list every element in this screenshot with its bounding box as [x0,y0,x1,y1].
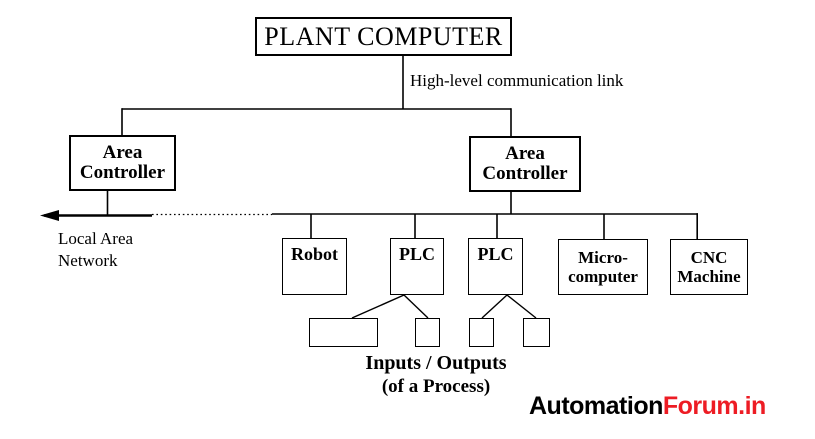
node-microcomputer-line2: computer [568,267,638,286]
node-plant-computer-label: PLANT COMPUTER [264,21,503,51]
lan-label-line1: Local Area [58,229,134,248]
node-plc-left-label: PLC [399,244,435,264]
io-box-3 [469,318,494,347]
node-plc-right-label: PLC [477,244,514,264]
io-box-4 [523,318,550,347]
edge-plc-left-io-2 [403,294,429,319]
node-plc-right: PLC [468,238,523,295]
node-plant-computer: PLANT COMPUTER [255,17,512,56]
high-level-link-label: High-level communication link [410,71,624,90]
node-area-controller-right-line1: Area [505,143,545,164]
io-caption: Inputs / Outputs (of a Process) [330,351,542,399]
node-microcomputer: Micro- computer [558,239,648,295]
io-box-2 [415,318,440,347]
node-robot-label: Robot [290,244,338,264]
node-area-controller-left: Area Controller [69,135,176,191]
edge-plc-right-io-1 [481,294,508,319]
node-microcomputer-line1: Micro- [578,248,628,267]
io-caption-line1: Inputs / Outputs [365,352,507,374]
lan-arrowhead [40,210,59,221]
io-caption-line2: (of a Process) [381,376,491,397]
edge-plc-left-io-1 [351,294,405,319]
node-cnc-machine-line1: CNC [690,248,728,267]
node-area-controller-right-line2: Controller [482,163,568,184]
node-cnc-machine-line2: Machine [677,267,741,286]
node-area-controller-left-line2: Controller [79,162,166,183]
watermark-automationforum: AutomationForum.in [529,392,766,421]
node-cnc-machine: CNC Machine [670,239,748,295]
lan-label-line2: Network [58,251,118,270]
node-robot: Robot [282,238,347,295]
node-plc-left: PLC [390,238,444,295]
watermark-suffix: Forum.in [662,392,766,420]
node-area-controller-right: Area Controller [469,136,581,192]
lan-label: Local Area Network [58,228,133,272]
node-area-controller-left-line1: Area [102,142,143,163]
watermark-prefix: Automation [529,392,663,420]
edge-plc-right-io-2 [506,294,537,319]
io-box-1 [309,318,378,347]
